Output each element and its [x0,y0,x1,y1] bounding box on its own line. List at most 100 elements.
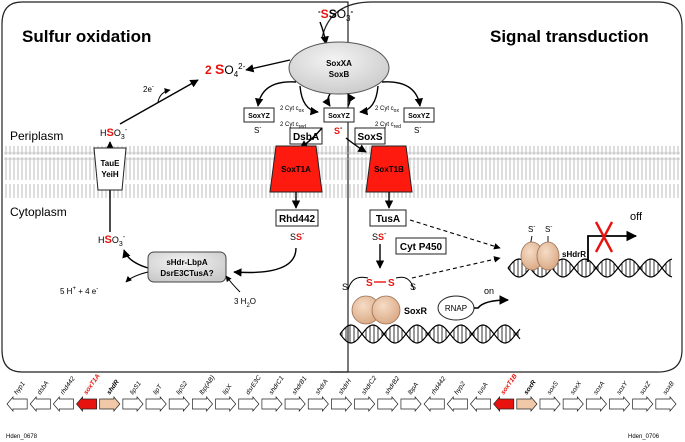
soxyz-right-label: SoxYZ [408,113,431,120]
cyt-ox-left: 2 Cyt cox [280,106,304,114]
locus-end: Hden_0706 [628,434,660,440]
shdr-lbpa-complex [147,251,227,283]
gene-arrow [29,396,51,412]
dsba-label: DsbA [293,132,319,143]
sulfite-to-sulfate-arrow [119,79,199,125]
gene-arrow [469,396,491,412]
soxr-label: SoxR [404,306,428,316]
gene-label: shdR [106,379,121,397]
yeih-label: YeiH [101,170,119,179]
periplasm-label: Periplasm [10,129,63,143]
rnap-label: RNAP [445,304,467,313]
soxb-label: SoxB [329,70,350,79]
soxyz-left-label: SoxYZ [248,113,271,120]
gene-label: soxY [615,380,629,396]
gene-label: lipS1 [129,380,143,396]
taue-yeih-transporter [93,147,127,191]
cytp450-box [395,237,447,255]
gene-arrow [168,396,190,412]
gene-label: dsrE3C [245,374,263,396]
cytp450-label: Cyt P450 [400,242,443,253]
gene-arrow [585,396,607,412]
sulfite-top: HSO3- [100,127,128,141]
two-electrons: 2e- [143,84,154,94]
soxyz-center-label: SoxYZ [328,113,351,120]
gene-arrow [377,396,399,412]
gene-label: shdrA [314,378,329,396]
gene-label: shdrB1 [291,375,309,396]
off-arrow [587,230,638,262]
protons-arrow [125,271,149,283]
gene-arrow [655,396,677,412]
left-title: Sulfur oxidation [22,27,151,46]
on-label: on [484,286,494,296]
shdrr-s2: S- [545,224,552,234]
gene-label: soxB [662,380,676,396]
gene-arrow [76,396,98,412]
gene-arrow [52,396,74,412]
gene-arrow [516,396,538,412]
shdrr-s1: S- [528,224,535,234]
gene-arrow [99,396,121,412]
soxs-label: SoxS [357,132,382,143]
gene-label: shdrH [337,378,353,396]
gene-label: tusA [476,381,489,396]
gene-label: soxT1A [83,373,102,396]
gene-label: lbpA [407,381,420,396]
dna-shdrr [507,258,673,278]
cyt-ox-right: 2 Cyt cox [375,106,399,114]
gene-arrow [331,396,353,412]
gene-arrow [261,396,283,412]
sulfate: 2 SO42- [205,61,246,79]
rhd442-persulfide: SS- [290,231,305,242]
right-title: Signal transduction [490,27,649,46]
cyt-arrow-right [359,85,379,116]
cytoplasm-label: Cytoplasm [10,205,67,219]
block-x-2 [594,221,614,253]
tusa-box [369,209,407,227]
soxxa-soxb-complex [288,41,390,95]
gene-label: soxZ [639,380,653,396]
gene-label: soxX [569,380,583,396]
gene-label: dsbA [36,380,50,396]
tusa-persulfide: SS- [372,231,387,242]
right-cell-panel [321,1,683,373]
rhd-to-shdr-arrow [233,247,297,277]
locus-start: Hden_0678 [6,434,38,440]
tusa-to-shdrr-dashed [409,219,501,250]
soxxa-label: SoxXA [326,59,352,68]
gene-arrow [632,396,654,412]
gene-arrow [192,396,214,412]
gene-arrow [400,396,422,412]
soxr-s-left: S [342,282,348,292]
gene-label: shdrC1 [268,375,286,396]
soxr-to-shdrr-dashed [411,256,501,279]
gene-arrow [307,396,329,412]
sulfite-bottom: HSO3- [98,234,126,248]
left-cell-panel [1,1,349,373]
gene-arrow [354,396,376,412]
gene-arrow [493,396,515,412]
soxyz-cycle-right [381,81,423,107]
soxr-linker [347,276,415,291]
gene-arrow [609,396,631,412]
gene-arrow [238,396,260,412]
gene-arrow [446,396,468,412]
shdrr-subunit-right [536,241,560,271]
soxyz-center [323,107,355,123]
center-cycle-out [347,93,356,107]
protons-electrons: 5 H+ + 4 e- [60,286,98,296]
gene-label: lbp(AB) [198,374,216,396]
gene-label: hyp1 [13,380,27,396]
gene-label: soxT1B [500,373,519,396]
thiosulfate-arrow [319,21,329,45]
soxyz-right-s: S- [414,125,421,135]
to-soxt1b-arrow [345,137,367,153]
gene-label: shdrC2 [361,375,379,396]
shdrr-label: sHdrR [562,250,586,259]
soxr-s-mid1: S [366,278,373,289]
soxt1a-label: SoxT1A [281,165,311,174]
gene-arrow [284,396,306,412]
cyt-red-left: 2 Cyt cred [280,122,306,130]
